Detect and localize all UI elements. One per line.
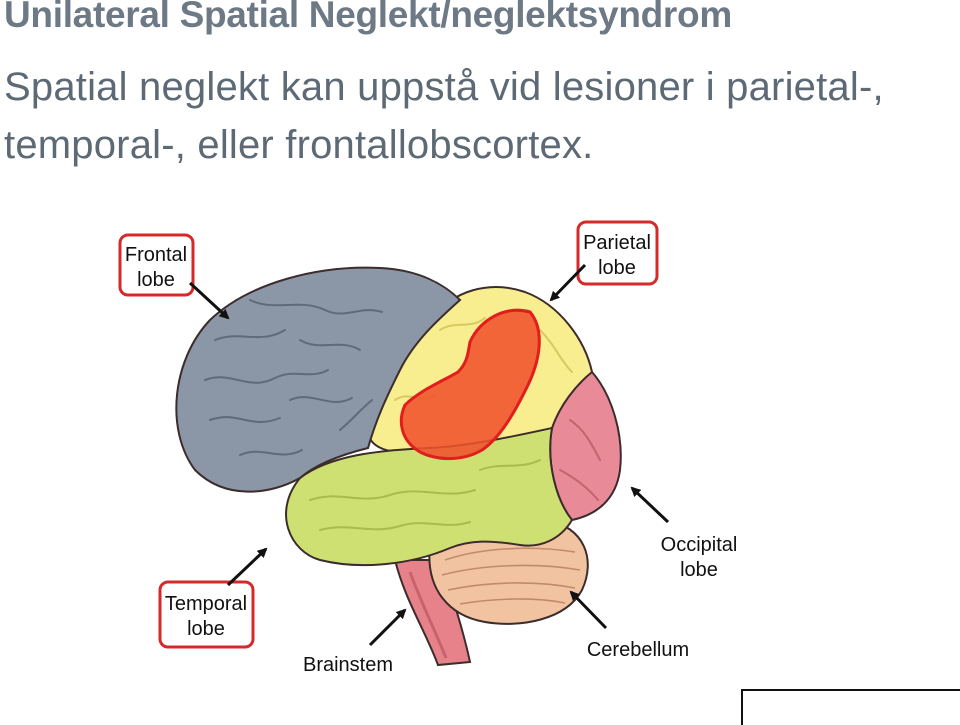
label-cerebellum: Cerebellum bbox=[587, 639, 689, 661]
label-frontal-lobe: Frontal lobe bbox=[118, 233, 195, 297]
corner-box bbox=[741, 689, 960, 725]
label-brainstem: Brainstem bbox=[303, 654, 393, 676]
cerebellum-folia bbox=[441, 547, 581, 605]
arrow-parietal bbox=[549, 263, 587, 302]
frontal-sulci bbox=[204, 299, 383, 456]
slide-title: Unilateral Spatial Neglekt/neglektsyndro… bbox=[4, 0, 732, 35]
arrow-cerebellum bbox=[569, 590, 608, 630]
label-temporal-line2: lobe bbox=[187, 618, 225, 640]
frontal-region bbox=[175, 266, 462, 493]
label-frontal-line2: lobe bbox=[137, 269, 175, 291]
label-occipital-line1: Occipital bbox=[661, 534, 738, 556]
label-parietal-line1: Parietal bbox=[583, 232, 651, 254]
label-occipital-lobe: Occipital lobe bbox=[661, 534, 738, 581]
arrow-occipital bbox=[630, 486, 670, 524]
label-parietal-line2: lobe bbox=[598, 257, 636, 279]
label-occipital-line2: lobe bbox=[680, 559, 718, 581]
arrow-temporal bbox=[226, 547, 268, 587]
brainstem-shading bbox=[408, 571, 448, 659]
temporal-sulci bbox=[309, 459, 541, 531]
label-temporal-line1: Temporal bbox=[165, 593, 247, 615]
slide-subtitle: Spatial neglekt kan uppstå vid lesioner … bbox=[4, 65, 884, 167]
label-frontal-line1: Frontal bbox=[125, 244, 187, 266]
label-parietal-lobe: Parietal lobe bbox=[576, 220, 659, 286]
occipital-sulci bbox=[559, 419, 601, 501]
arrow-frontal bbox=[188, 281, 230, 320]
lesion-area bbox=[399, 308, 541, 461]
arrow-brainstem bbox=[368, 608, 407, 647]
label-temporal-lobe: Temporal lobe bbox=[158, 580, 255, 649]
